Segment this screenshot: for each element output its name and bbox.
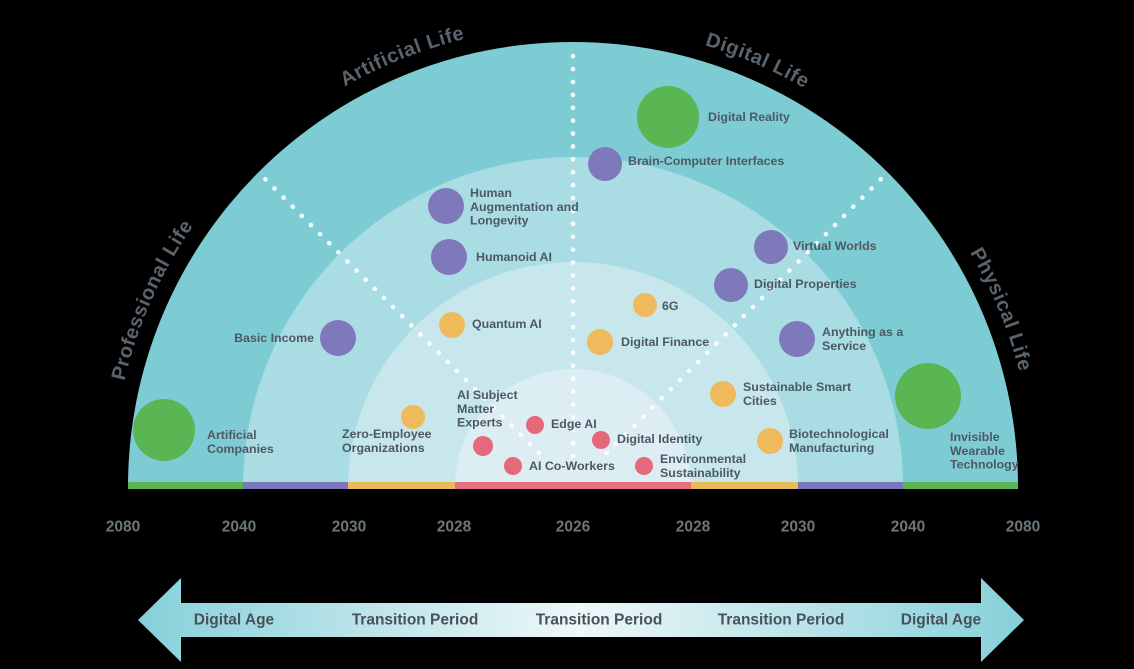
timeline-tick-2028: 2028 xyxy=(676,519,711,536)
bubble-humanoid-ai xyxy=(431,239,467,275)
bubble-basic-income xyxy=(320,320,356,356)
timeline-tick-2030: 2030 xyxy=(781,519,815,536)
arrow-label-transition-period: Transition Period xyxy=(352,612,479,629)
bubble-brain-computer-interfaces xyxy=(588,147,622,181)
timeline-tick-2040: 2040 xyxy=(891,519,925,536)
baseline-segment-left-2028-2030 xyxy=(348,482,455,489)
bubble-label-digital-finance: Digital Finance xyxy=(621,335,709,349)
baseline-segment-right-2028-2030 xyxy=(691,482,798,489)
timeline-tick-2026: 2026 xyxy=(556,519,591,536)
baseline-segment-2026-2028 xyxy=(455,482,691,489)
arrow-label-digital-age: Digital Age xyxy=(194,612,275,629)
bubble-label-humanoid-ai: Humanoid AI xyxy=(476,250,552,264)
baseline-segment-left-2030-2040 xyxy=(243,482,348,489)
sector-divider-line xyxy=(604,175,885,456)
bubble-virtual-worlds xyxy=(754,230,788,264)
arrow-label-transition-period: Transition Period xyxy=(718,612,845,629)
bubble-zero-employee-organizations xyxy=(401,405,425,429)
bubble-label-digital-identity: Digital Identity xyxy=(617,432,702,446)
baseline-segment-left-2040-2080 xyxy=(128,482,243,489)
baseline-segment-right-2030-2040 xyxy=(798,482,903,489)
bubble-label-virtual-worlds: Virtual Worlds xyxy=(793,239,877,253)
bubble-label-6g: 6G xyxy=(662,299,679,313)
timeline-tick-2080: 2080 xyxy=(106,519,140,536)
sector-divider-line xyxy=(261,175,542,456)
bubble-digital-identity xyxy=(592,431,610,449)
bubble-6g xyxy=(633,293,657,317)
timeline-tick-2030: 2030 xyxy=(332,519,366,536)
bubble-edge-ai xyxy=(526,416,544,434)
timeline-tick-2080: 2080 xyxy=(1006,519,1040,536)
bubble-artificial-companies xyxy=(133,399,195,461)
timeline-tick-2028: 2028 xyxy=(437,519,472,536)
bubble-label-digital-properties: Digital Properties xyxy=(754,277,857,291)
bubble-label-digital-reality: Digital Reality xyxy=(708,110,790,124)
baseline-segment-right-2040-2080 xyxy=(903,482,1018,489)
bubble-ai-co-workers xyxy=(504,457,522,475)
bubble-label-basic-income: Basic Income xyxy=(234,331,314,345)
bubble-label-brain-computer-interfaces: Brain-Computer Interfaces xyxy=(628,154,784,168)
bubble-ai-subject-matter-experts xyxy=(473,436,493,456)
timeline-tick-2040: 2040 xyxy=(222,519,256,536)
bubble-label-quantum-ai: Quantum AI xyxy=(472,317,542,331)
bubble-human-augmentation-and-longevity xyxy=(428,188,464,224)
bubble-digital-reality xyxy=(637,86,699,148)
bubble-invisible-wearable-technology xyxy=(895,363,961,429)
arrow-label-transition-period: Transition Period xyxy=(536,612,663,629)
timeline-arrow xyxy=(138,578,1024,662)
bubble-anything-as-a-service xyxy=(779,321,815,357)
bubble-environmental-sustainability xyxy=(635,457,653,475)
bubble-quantum-ai xyxy=(439,312,465,338)
bubble-biotechnological-manufacturing xyxy=(757,428,783,454)
bubble-label-ai-co-workers: AI Co-Workers xyxy=(529,459,615,473)
bubble-digital-finance xyxy=(587,329,613,355)
bubble-sustainable-smart-cities xyxy=(710,381,736,407)
bubble-digital-properties xyxy=(714,268,748,302)
bubble-label-edge-ai: Edge AI xyxy=(551,417,597,431)
arrow-label-digital-age: Digital Age xyxy=(901,612,982,629)
